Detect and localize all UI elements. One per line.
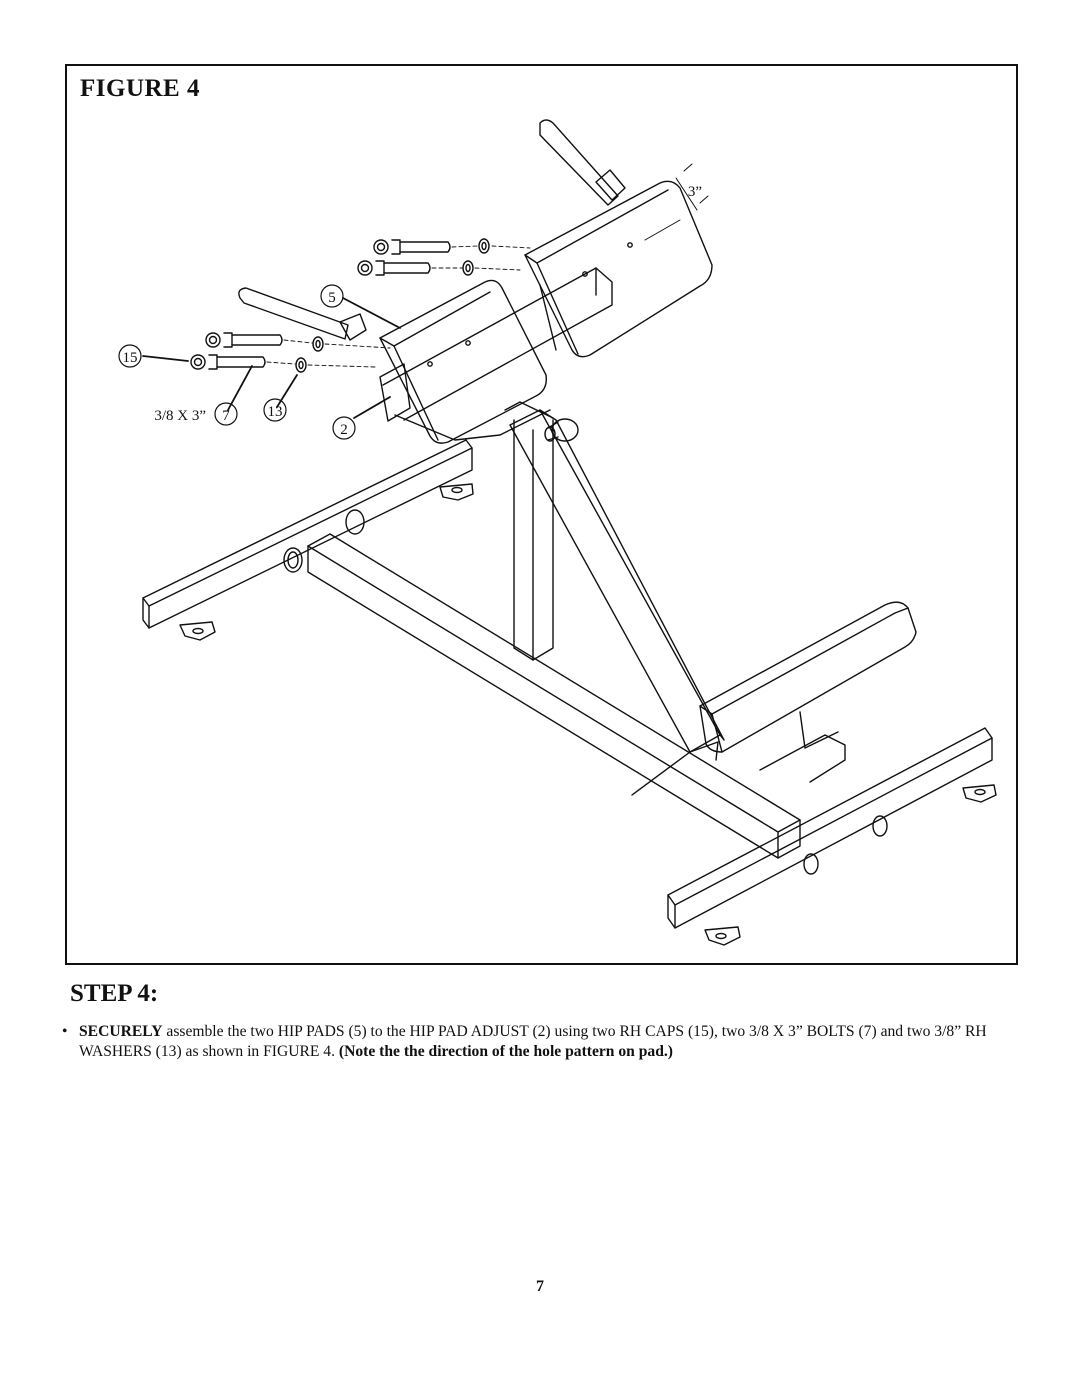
instruction-lead: SECURELY [79, 1023, 163, 1040]
instruction-text: assemble the two HIP PADS (5) to the HIP… [79, 1023, 987, 1060]
callout-rh-cap: 15 [123, 350, 138, 366]
dimension-label: 3” [688, 184, 702, 200]
lower-hardware-set [190, 332, 324, 373]
left-base-tube [142, 439, 474, 641]
step-instruction: • SECURELY assemble the two HIP PADS (5)… [62, 1022, 1024, 1062]
cross-tube [307, 533, 801, 859]
angled-main-tube [509, 409, 725, 796]
upper-hardware-set [357, 238, 490, 276]
figure-frame [65, 64, 1018, 965]
figure-title: FIGURE 4 [80, 75, 200, 102]
leader-lines [142, 297, 401, 419]
lower-roller-handle [238, 287, 367, 341]
callout-bolt-size: 3/8 X 3” [154, 408, 206, 424]
foot-pad [699, 601, 917, 783]
callout-hip-pad: 5 [328, 290, 336, 306]
instruction-note: (Note the the direction of the hole patt… [338, 1043, 673, 1060]
callout-bolt: 7 [222, 408, 230, 424]
callout-circles [118, 284, 356, 440]
upper-hip-pad [524, 180, 713, 358]
hip-pad-adjust-tube [379, 267, 613, 441]
pop-pin-knob [544, 418, 579, 442]
page-number: 7 [536, 1278, 544, 1295]
instruction-body: SECURELY assemble the two HIP PADS (5) t… [62, 1022, 1024, 1062]
upright-post [504, 401, 554, 661]
lower-hip-pad [379, 279, 547, 444]
right-base-tube [667, 727, 997, 946]
callout-hip-pad-adjust: 2 [340, 422, 348, 438]
dimension-3in [644, 163, 709, 241]
bench-assembly-diagram: 5 15 3/8 X 3” 7 13 2 3” [118, 119, 997, 946]
bullet-marker: • [62, 1023, 68, 1040]
callout-washer: 13 [268, 404, 283, 420]
alignment-lines [266, 245, 531, 368]
upper-roller-handle [539, 119, 626, 206]
step-heading: STEP 4: [70, 980, 159, 1007]
